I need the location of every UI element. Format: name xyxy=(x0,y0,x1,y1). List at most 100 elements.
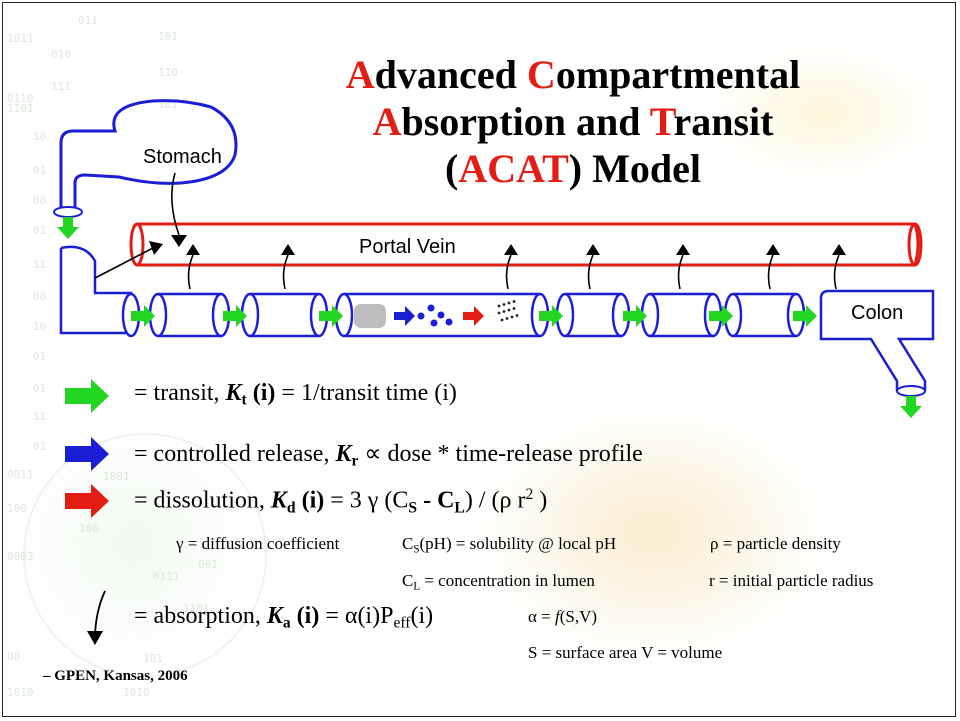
title-accent-letter: C xyxy=(526,52,556,97)
absorption-curve xyxy=(505,254,512,290)
diagram-arrows xyxy=(57,172,922,418)
absorption-arrowhead xyxy=(832,244,846,255)
transit-arrow-icon xyxy=(709,305,733,327)
definition-surface-volume: S = surface area V = volume xyxy=(528,643,723,662)
transit-arrow-icon xyxy=(900,396,922,418)
dissolved-particle xyxy=(512,307,516,310)
legend-dissolution: = dissolution, Kd (i) = 3 γ (CS - CL) / … xyxy=(134,486,548,517)
transit-arrow-icon xyxy=(223,305,247,327)
absorption-arrow-icon xyxy=(186,244,200,290)
definition-cs: CS(pH) = solubility @ local pH xyxy=(402,534,617,556)
duodenum-absorption-arrowhead xyxy=(149,241,163,255)
stomach-absorption-arrowhead xyxy=(171,235,187,247)
background-binary-digits: 101 xyxy=(158,98,178,111)
absorption-arrowhead xyxy=(586,244,600,255)
background-binary-digits: 1010 xyxy=(7,686,34,699)
title-line-3: (ACAT) Model xyxy=(263,145,883,192)
watermark-orb-bottom xyxy=(473,403,833,663)
background-binary-digits: 110 xyxy=(158,66,178,79)
transit-arrow-icon xyxy=(623,305,647,327)
compartment-wall xyxy=(565,292,621,338)
portal-vein: Portal Vein xyxy=(129,222,923,267)
absorption-arrowhead xyxy=(186,244,200,255)
watermark-orb-top xyxy=(703,43,943,183)
colon-label: Colon xyxy=(851,302,903,324)
legend-absorption: = absorption, Ka (i) = α(i)Peff(i) xyxy=(134,603,434,632)
absorption-arrowhead-icon xyxy=(87,631,103,645)
title-line-1: Advanced Compartmental xyxy=(263,51,883,98)
title-text: dvanced xyxy=(374,52,527,97)
drug-particle xyxy=(427,304,435,312)
background-binary-digits: 10 xyxy=(33,320,47,333)
compartment-1 xyxy=(148,292,231,338)
background-binary-digits: 1010 xyxy=(123,686,150,699)
background-binary-digits: 100 xyxy=(7,502,27,515)
stomach: Stomach xyxy=(53,99,238,218)
absorption-arrowhead xyxy=(504,244,518,255)
transit-arrow-icon xyxy=(65,379,109,413)
compartment-6 xyxy=(723,292,806,338)
stomach-pylorus xyxy=(53,206,83,218)
title-text: ransit xyxy=(673,99,774,144)
absorption-arrow-icon xyxy=(766,244,780,290)
background-binary-digits: 01 xyxy=(33,350,47,363)
drug-particle xyxy=(437,311,445,319)
absorption-arrow-icon xyxy=(676,244,690,290)
dissolved-particle xyxy=(502,310,506,313)
compartment-2 xyxy=(240,292,329,338)
legend-icons xyxy=(65,379,109,645)
acat-diagram: Stomach Portal Vein Colon xyxy=(53,99,935,645)
dissolved-particle xyxy=(500,318,504,322)
dissolved-particle xyxy=(507,301,511,305)
absorption-curve xyxy=(833,254,840,290)
legend-transit: = transit, Kt (i) = 1/transit time (i) xyxy=(134,380,457,409)
absorption-arrow-icon xyxy=(281,244,295,290)
dissolved-particle xyxy=(510,315,514,319)
colon: Colon xyxy=(819,289,935,397)
absorption-arrowhead xyxy=(676,244,690,255)
footer-citation: – GPEN, Kansas, 2006 xyxy=(43,668,188,684)
background-binary-digits: 11 xyxy=(33,258,47,271)
definition-rho: ρ = particle density xyxy=(710,534,841,553)
transit-arrow-icon xyxy=(539,305,563,327)
title-text: ) Model xyxy=(568,146,701,191)
tablet-icon xyxy=(354,304,386,328)
compartment-wall xyxy=(650,292,713,338)
legend-controlled-release: = controlled release, Kr ∝ dose * time-r… xyxy=(134,441,643,470)
dissolution-arrow-icon xyxy=(463,306,484,326)
background-binary-digits: 0011 xyxy=(7,468,34,481)
dissolved-particle xyxy=(507,308,511,312)
background-binary-digits: 01 xyxy=(33,164,47,177)
slide-title: Advanced Compartmental Absorption and Tr… xyxy=(263,51,883,192)
definition-alpha: α = f(S,V) xyxy=(528,607,598,626)
background-binary-digits: 010 xyxy=(51,48,71,61)
absorption-curve xyxy=(677,254,684,290)
absorption-arrow-icon xyxy=(832,244,846,290)
absorption-curve xyxy=(187,254,194,290)
title-line-2: Absorption and Transit xyxy=(263,98,883,145)
compartment-wall xyxy=(158,292,221,338)
background-binary-digits: 0003 xyxy=(7,550,34,563)
absorption-arrow-icon xyxy=(586,244,600,290)
transit-arrow-icon xyxy=(793,305,817,327)
title-accent-letter: A xyxy=(372,99,402,144)
duodenum xyxy=(59,245,133,335)
controlled-release-arrow-icon xyxy=(65,437,109,471)
drug-particle xyxy=(430,319,438,327)
absorption-arrowhead xyxy=(766,244,780,255)
compartment-wall xyxy=(250,292,319,338)
colon-outlet xyxy=(896,385,926,397)
title-accent-word: ACAT xyxy=(458,146,569,191)
dissolved-particle xyxy=(497,304,501,308)
background-binary-digits: 01 xyxy=(33,440,47,453)
title-text: bsorption and xyxy=(401,99,650,144)
background-binary-digits: 00 xyxy=(33,290,47,303)
transit-arrow-icon xyxy=(57,217,79,239)
stomach-absorption-curve xyxy=(171,172,180,236)
background-binary-digits: 00 xyxy=(7,650,21,663)
portal-vein-label: Portal Vein xyxy=(359,236,456,258)
controlled-release-arrow-icon xyxy=(394,306,415,326)
absorption-arrowhead xyxy=(281,244,295,255)
title-text: ompartmental xyxy=(555,52,801,97)
background-binary-digits: 0110 xyxy=(7,92,34,105)
